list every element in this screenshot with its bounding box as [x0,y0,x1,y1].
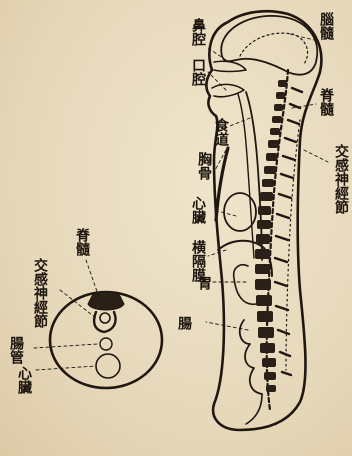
sympathetic-ganglion-label: 交感神經節 [333,144,348,214]
heart-label: 心臟 [190,196,205,224]
cs-sympathetic-ganglion-label: 交感神經節 [32,258,47,328]
cs-intestine-label: 腸管 [8,336,23,364]
stomach-label: 胃 [196,276,211,290]
cs-heart-shape [96,354,120,378]
esophagus-label: 食道 [213,118,228,146]
sternum-label: 胸骨 [196,152,211,180]
sternum-shape [216,148,228,220]
oral-cavity-label: 口腔 [190,58,205,86]
cs-heart-label: 心臟 [16,366,31,394]
cs-spinal-cord-label: 脊髓 [74,228,89,256]
intestine-label: 腸 [176,316,191,330]
cs-spinal-cord [100,313,110,323]
brain-outline [221,16,317,75]
rectum-line [246,394,262,424]
brain-label: 腦髓 [318,12,333,40]
cs-vertebra [88,292,124,311]
cross-section [34,260,162,388]
nasal-cavity-shape [214,61,246,71]
nasal-cavity-label: 鼻腔 [190,18,205,46]
cs-intestine-shape [100,338,112,350]
spinal-cord-label: 脊髓 [318,88,333,116]
stomach-shape [234,265,256,305]
oral-cavity-shape [212,84,244,96]
